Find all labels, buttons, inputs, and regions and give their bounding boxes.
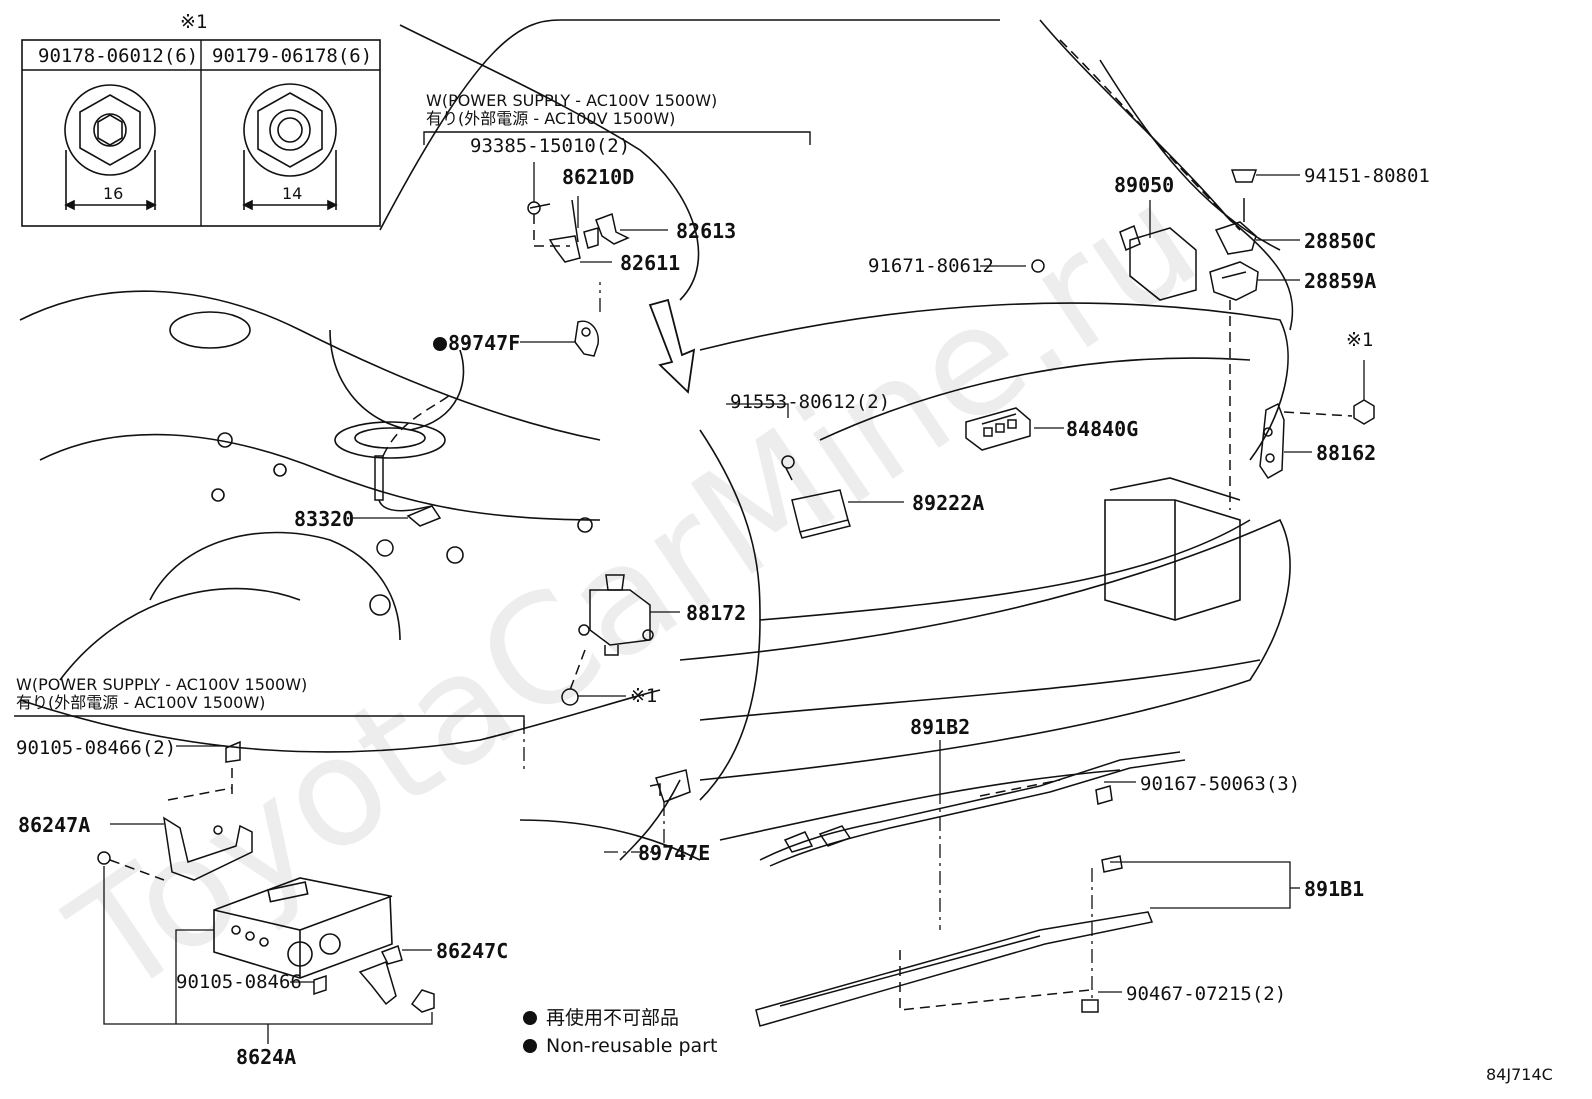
label-90105-08466-2: 90105-08466(2) xyxy=(16,737,176,759)
label-84840G: 84840G xyxy=(1066,417,1138,441)
label-90105-08466: 90105-08466 xyxy=(176,971,302,993)
non-reusable-dot-89747F xyxy=(433,337,447,351)
label-91553-80612: 91553-80612(2) xyxy=(730,391,890,413)
bracket-28859A-icon xyxy=(1209,261,1259,510)
inset-mark: ※1 xyxy=(180,11,207,33)
vehicle-body-outline xyxy=(19,19,1294,861)
label-891B2: 891B2 xyxy=(910,715,970,739)
label-89747E: 89747E xyxy=(638,841,710,865)
label-28850C: 28850C xyxy=(1304,229,1376,253)
part-labels: 93385-15010(2) 86210D 82613 82611 89747F… xyxy=(16,135,1430,1069)
legend-dot-1 xyxy=(523,1011,537,1025)
sensor-83320-icon xyxy=(374,394,451,557)
label-28859A: 28859A xyxy=(1304,269,1376,293)
strip-891B1-icon xyxy=(755,785,1154,1027)
label-91671-80612: 91671-80612 xyxy=(868,255,994,277)
sensor-28850C-icon xyxy=(1214,169,1258,255)
nut-right-icon xyxy=(242,83,338,211)
nut-inset: ※1 90178-06012(6) 90179-06178(6) 16 xyxy=(21,11,381,227)
label-88172: 88172 xyxy=(686,601,746,625)
inverter-8624A-icon xyxy=(213,877,393,979)
diagram-code: 84J714C xyxy=(1486,1065,1553,1084)
label-89222A: 89222A xyxy=(912,491,984,515)
bracket-86247C-icon xyxy=(97,851,435,1013)
legend-line2: Non-reusable part xyxy=(546,1035,717,1057)
module-89222A-icon xyxy=(781,455,851,539)
wire-891B2-icon xyxy=(759,751,1186,867)
label-94151-80801: 94151-80801 xyxy=(1304,165,1430,187)
bracket-88162-icon xyxy=(1259,399,1375,479)
legend-line1: 再使用不可部品 xyxy=(546,1007,679,1029)
note-top: W(POWER SUPPLY - AC100V 1500W) 有り(外部電源 -… xyxy=(423,91,811,145)
module-88172-icon xyxy=(561,574,654,706)
bracket-86247A-icon xyxy=(163,740,253,881)
bracket-cluster xyxy=(527,199,630,263)
note-left: W(POWER SUPPLY - AC100V 1500W) 有り(外部電源 -… xyxy=(14,675,525,730)
watermark: ToyotaCarMine.ru xyxy=(42,153,1226,1031)
sensor-89747E-icon xyxy=(649,769,691,803)
legend: 再使用不可部品 Non-reusable part xyxy=(523,1007,717,1057)
label-82611: 82611 xyxy=(620,251,680,275)
nut-left-part-number: 90178-06012(6) xyxy=(38,45,198,67)
label-mark-mid: ※1 xyxy=(630,685,657,707)
nut-right-dimension: 14 xyxy=(282,184,302,203)
ecu-89050-icon xyxy=(1031,224,1197,301)
note-left-line1: W(POWER SUPPLY - AC100V 1500W) xyxy=(16,675,307,694)
note-left-line2: 有り(外部電源 - AC100V 1500W) xyxy=(16,693,265,712)
note-top-line1: W(POWER SUPPLY - AC100V 1500W) xyxy=(426,91,717,110)
legend-dot-2 xyxy=(523,1039,537,1053)
label-89050: 89050 xyxy=(1114,173,1174,197)
label-93385-15010: 93385-15010(2) xyxy=(470,135,630,157)
label-88162: 88162 xyxy=(1316,441,1376,465)
label-8624A: 8624A xyxy=(236,1045,296,1069)
nut-left-icon xyxy=(64,84,157,211)
note-top-line2: 有り(外部電源 - AC100V 1500W) xyxy=(426,109,675,128)
label-mark-right: ※1 xyxy=(1346,329,1373,351)
label-86247C: 86247C xyxy=(436,939,508,963)
leader-lines xyxy=(103,162,1365,1044)
label-89747F: 89747F xyxy=(448,331,520,355)
label-86210D: 86210D xyxy=(562,165,634,189)
direction-arrow xyxy=(648,298,696,394)
label-891B1: 891B1 xyxy=(1304,877,1364,901)
label-82613: 82613 xyxy=(676,219,736,243)
label-86247A: 86247A xyxy=(18,813,90,837)
nut-left-dimension: 16 xyxy=(103,184,123,203)
sensor-89747F-icon xyxy=(574,320,599,357)
label-90467-07215: 90467-07215(2) xyxy=(1126,983,1286,1005)
switch-84840G-icon xyxy=(965,407,1031,451)
nut-right-part-number: 90179-06178(6) xyxy=(212,45,372,67)
label-83320: 83320 xyxy=(294,507,354,531)
label-90167-50063: 90167-50063(3) xyxy=(1140,773,1300,795)
